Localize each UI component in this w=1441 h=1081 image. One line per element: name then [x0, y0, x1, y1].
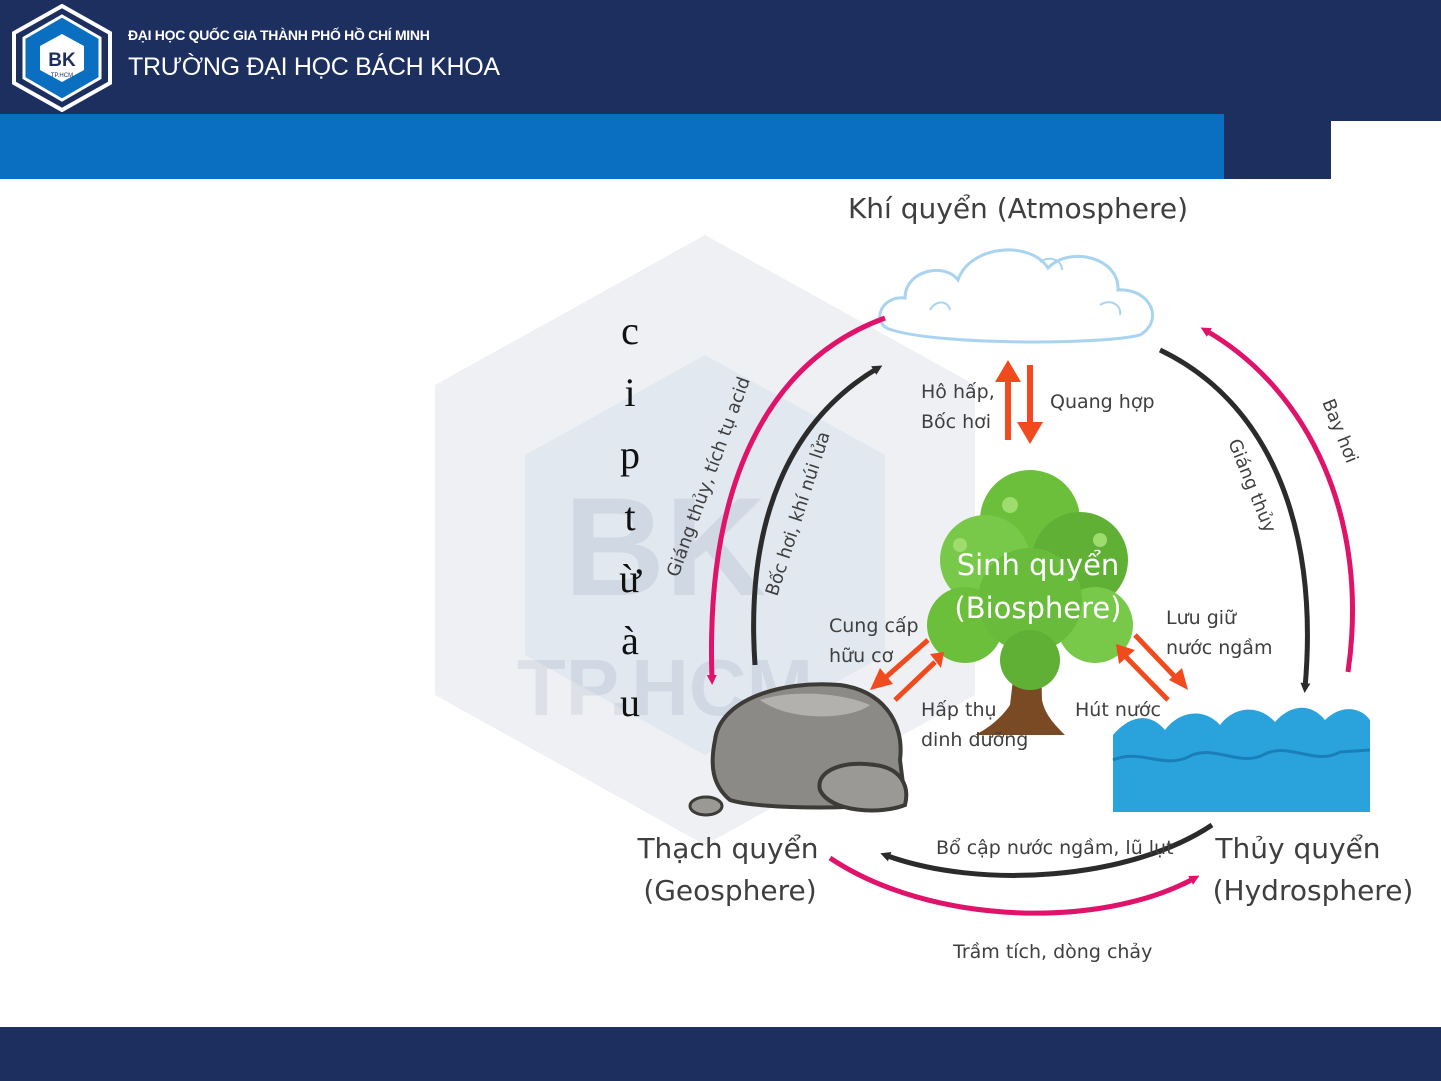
vertical-char: c — [621, 308, 639, 353]
arrow-precip-acid — [706, 315, 886, 685]
university-parent-name: ĐẠI HỌC QUỐC GIA THÀNH PHỐ HỒ CHÍ MINH — [128, 27, 430, 43]
vertical-char: ừ — [619, 556, 641, 601]
evap-volcano-label: Bốc hơi, khí núi lửa — [762, 429, 835, 598]
hydrosphere-label: Thủy quyển — [1214, 832, 1380, 865]
geosphere-label: Thạch quyển — [636, 832, 818, 865]
rock-icon — [688, 682, 909, 817]
vertical-char: à — [621, 618, 639, 663]
logo-text: BK — [48, 50, 76, 71]
arrow-sediment — [828, 855, 1200, 916]
arrow-precipitation — [1158, 347, 1311, 693]
arrows-biosphere-geosphere — [870, 638, 944, 702]
geosphere-sublabel: (Geosphere) — [643, 874, 816, 907]
vertical-char: t — [624, 494, 636, 539]
arrow-evaporation — [1200, 327, 1356, 673]
arrows-biosphere-hydrosphere — [1116, 633, 1188, 702]
arrow-evap-volcano — [751, 365, 883, 666]
water-uptake-label: Hút nước — [1075, 699, 1161, 721]
biosphere-sublabel: (Biosphere) — [954, 591, 1121, 625]
university-logo: BK TP.HCM — [12, 4, 112, 112]
precip-acid-label: Giáng thủy, tích tụ acid — [663, 374, 755, 580]
nutrient-uptake-sublabel: dinh dưỡng — [921, 729, 1028, 751]
title-band — [0, 114, 1224, 179]
header-bar — [0, 0, 1441, 114]
tree-icon — [927, 470, 1133, 735]
logo-subtext: TP.HCM — [51, 73, 73, 79]
vertical-char: i — [624, 370, 636, 415]
sediment-label: Trầm tích, dòng chảy — [952, 941, 1152, 963]
arrows-atmosphere-biosphere — [995, 360, 1043, 444]
university-name: TRƯỜNG ĐẠI HỌC BÁCH KHOA — [128, 53, 500, 81]
header-right-white-box — [1331, 121, 1441, 179]
footer-bar — [0, 1027, 1441, 1081]
recharge-label: Bổ cập nước ngầm, lũ lụt — [936, 837, 1174, 859]
vertical-char: u — [620, 680, 640, 725]
cloud-icon — [878, 248, 1154, 344]
respiration-label: Hô hấp, — [921, 381, 995, 403]
water-icon — [1112, 707, 1371, 812]
evaporation-label: Bốc hơi — [921, 411, 991, 433]
biosphere-label: Sinh quyển — [957, 548, 1120, 582]
vertical-text: c i p t ừ à u — [600, 300, 660, 734]
photosynthesis-label: Quang hợp — [1050, 391, 1155, 413]
hydrosphere-sublabel: (Hydrosphere) — [1213, 874, 1414, 907]
evaporation-arrow-label: Bay hơi — [1317, 396, 1362, 466]
groundwater-label: Lưu giữ — [1166, 607, 1237, 629]
organic-supply-label: Cung cấp — [829, 615, 919, 637]
organic-supply-sublabel: hữu cơ — [829, 645, 894, 667]
arrow-recharge — [880, 822, 1214, 878]
vertical-char: p — [620, 432, 640, 477]
nutrient-uptake-label: Hấp thụ — [921, 699, 997, 721]
precipitation-arrow-label: Giáng thủy — [1223, 436, 1280, 536]
atmosphere-label: Khí quyển (Atmosphere) — [848, 192, 1188, 225]
groundwater-sublabel: nước ngầm — [1166, 637, 1272, 659]
